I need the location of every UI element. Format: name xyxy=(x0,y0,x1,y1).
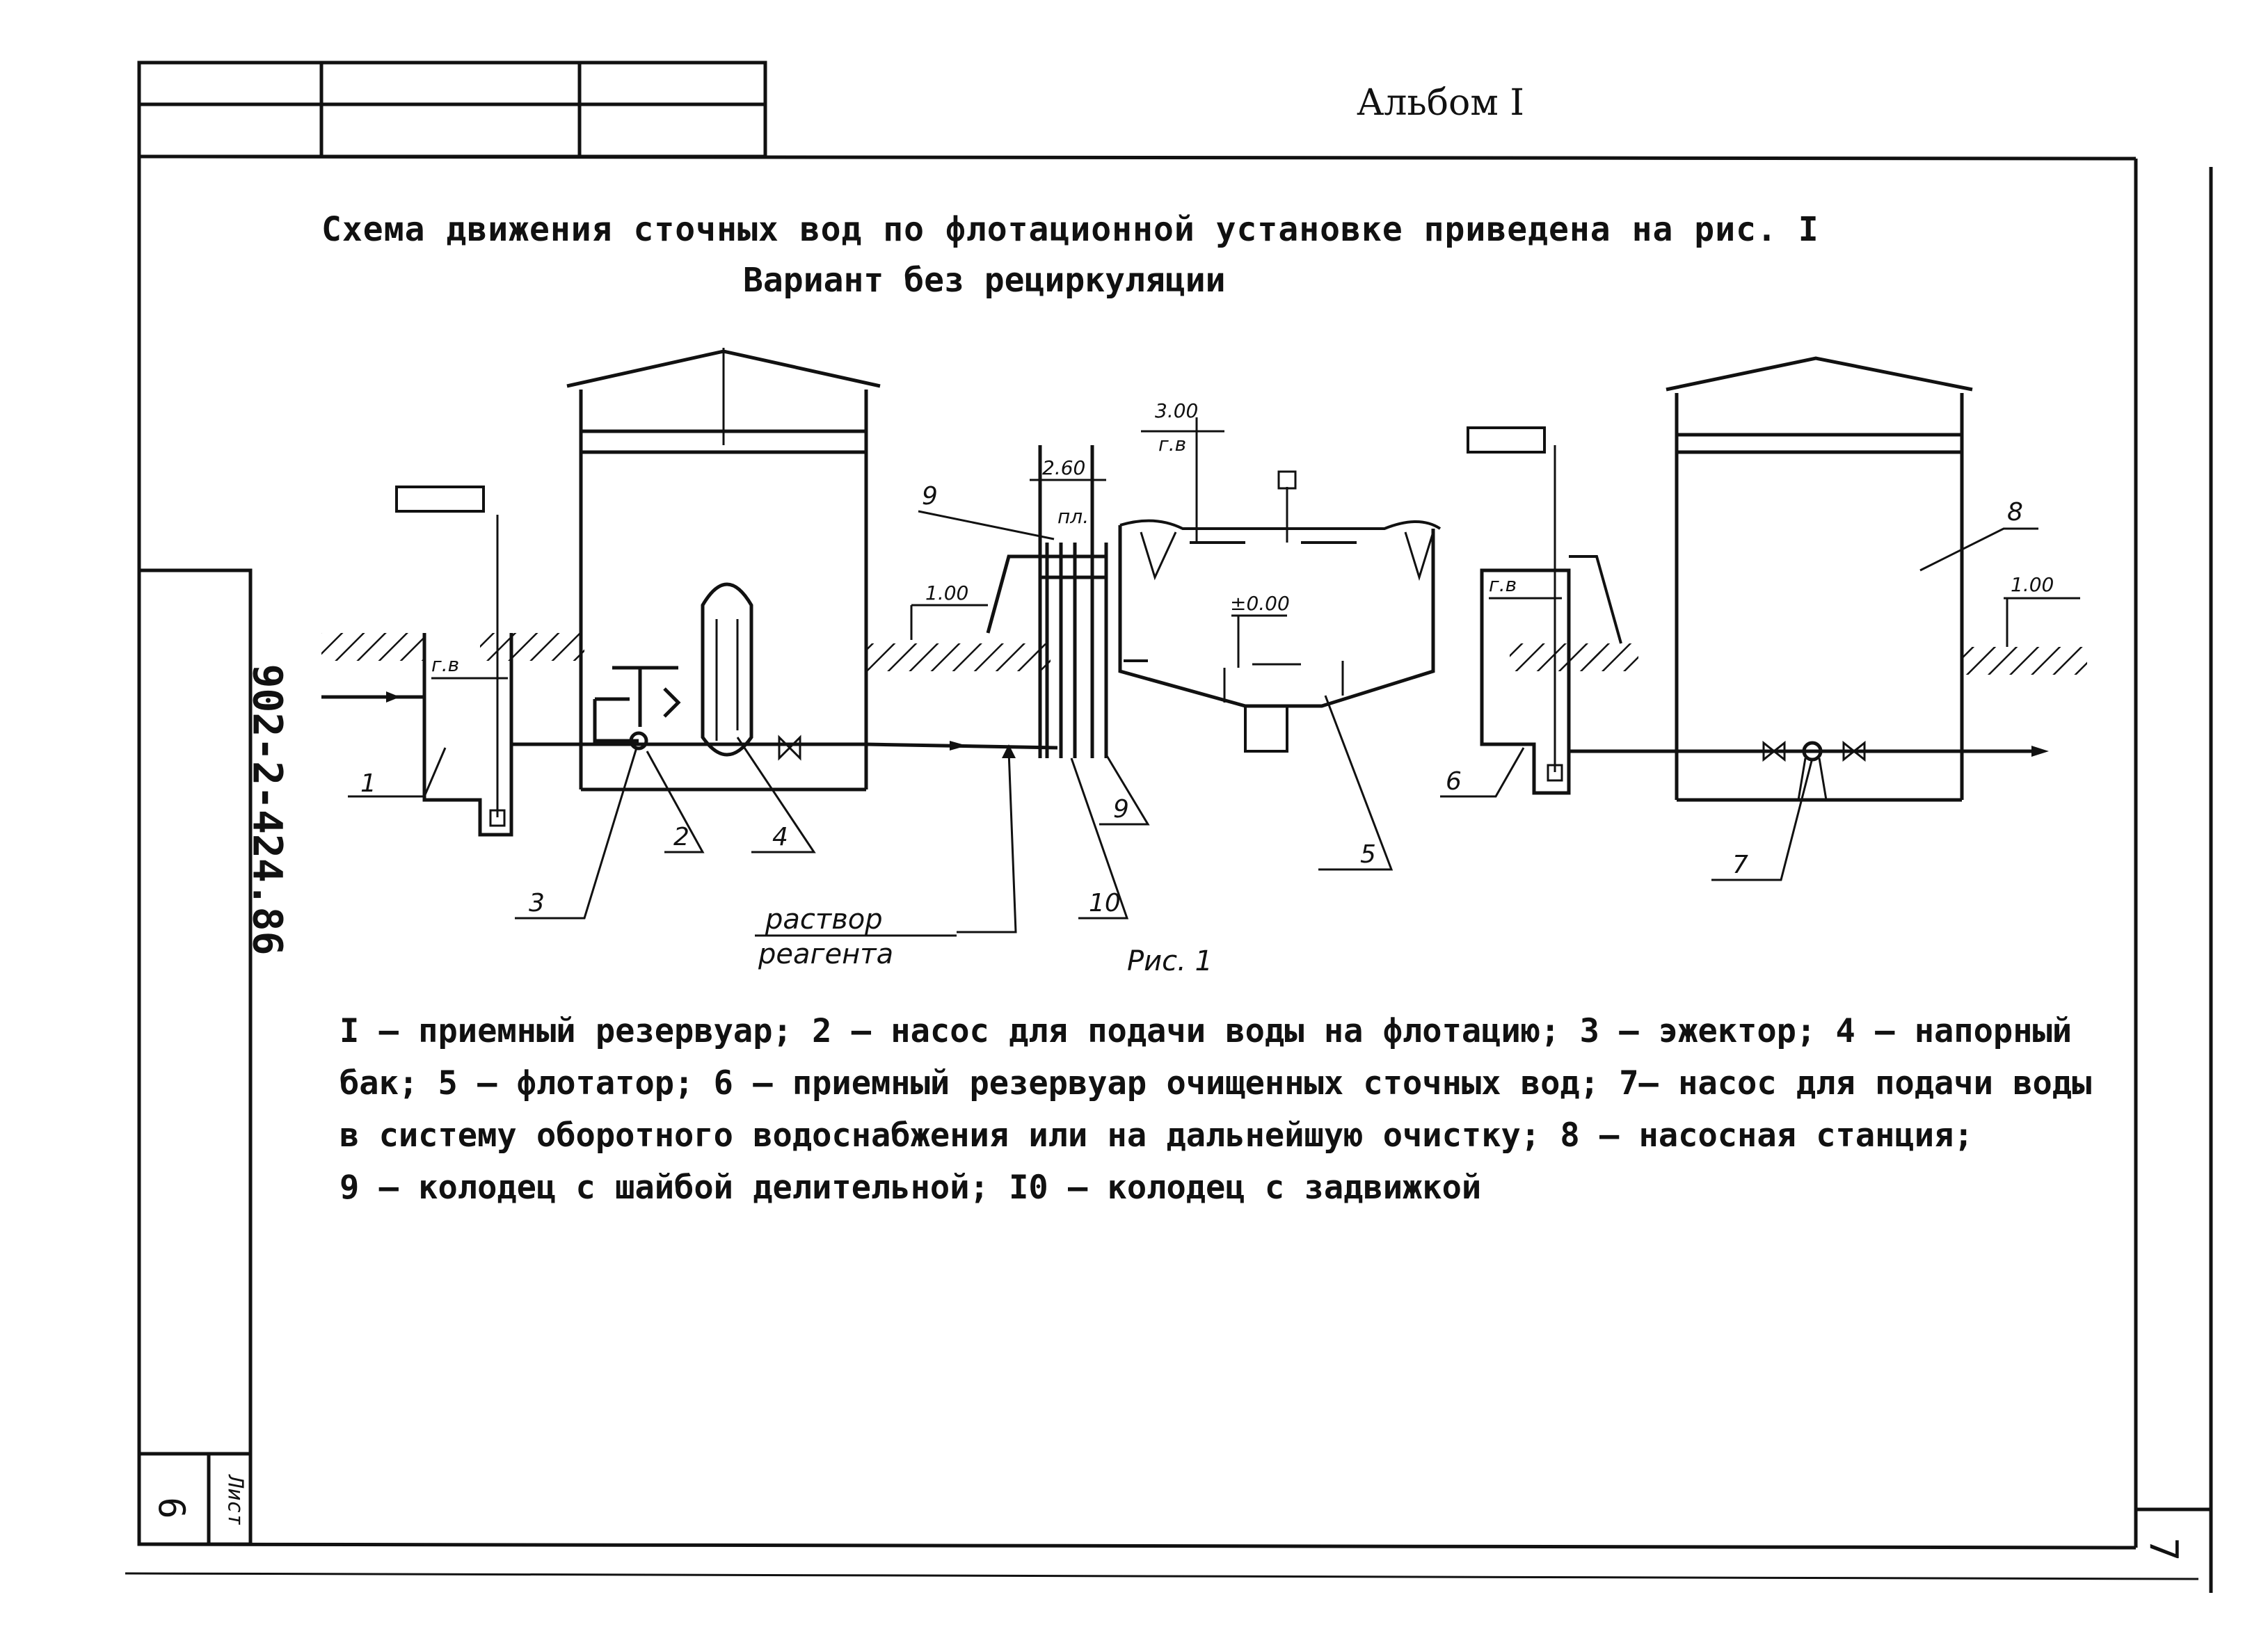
level-mark-well: 2.60 xyxy=(1042,456,1085,479)
reagent-label-line-2: реагента xyxy=(758,938,893,970)
flotator-5 xyxy=(1118,525,1435,708)
ground-hatching xyxy=(321,633,2087,675)
pump-house-right xyxy=(1666,356,1973,392)
reagent-label-line-1: раствор xyxy=(765,904,883,936)
level-mark-right: 1.00 xyxy=(2011,573,2054,596)
callout-1: 1 xyxy=(360,769,376,798)
legend-line-1: I – приемный резервуар; 2 – насос для по… xyxy=(340,1012,2073,1050)
callout-4: 4 xyxy=(772,823,788,851)
figure-caption: Рис. 1 xyxy=(1127,945,1213,977)
legend-line-3: в систему оборотного водоснабжения или н… xyxy=(340,1116,1974,1155)
album-label: Альбом I xyxy=(1357,82,1524,124)
legend-line-2: бак; 5 – флотатор; 6 – приемный резервуа… xyxy=(340,1064,2092,1102)
water-level-tank-6: г.в xyxy=(1489,573,1517,596)
legend-line-4: 9 – колодец с шайбой делительной; I0 – к… xyxy=(340,1169,1482,1207)
callout-7: 7 xyxy=(1732,851,1748,879)
callout-9-bottom: 9 xyxy=(1113,795,1129,824)
callout-5: 5 xyxy=(1360,840,1376,869)
callout-6: 6 xyxy=(1446,767,1462,796)
scheme-subtitle: Вариант без рециркуляции xyxy=(743,261,1226,300)
level-mark-left: 1.00 xyxy=(925,582,968,604)
level-mark-flotator: 3.00 xyxy=(1155,399,1198,422)
callout-3: 3 xyxy=(529,889,545,917)
well-9-10 xyxy=(1038,445,1108,758)
callout-2: 2 xyxy=(673,823,689,851)
callout-9-top: 9 xyxy=(922,482,938,511)
water-level-tank-1: г.в xyxy=(431,653,459,676)
scheme-title: Схема движения сточных вод по флотационн… xyxy=(321,210,1819,249)
receiving-tank-1 xyxy=(422,633,513,837)
pressure-tank-4 xyxy=(701,582,753,757)
receiving-tank-6 xyxy=(1480,568,1571,795)
platform-label: пл. xyxy=(1057,505,1089,528)
level-mark-zero: ±0.00 xyxy=(1230,592,1290,615)
water-level-flotator: г.в xyxy=(1158,433,1186,456)
callout-8: 8 xyxy=(2007,498,2023,527)
callout-10: 10 xyxy=(1089,889,1121,917)
